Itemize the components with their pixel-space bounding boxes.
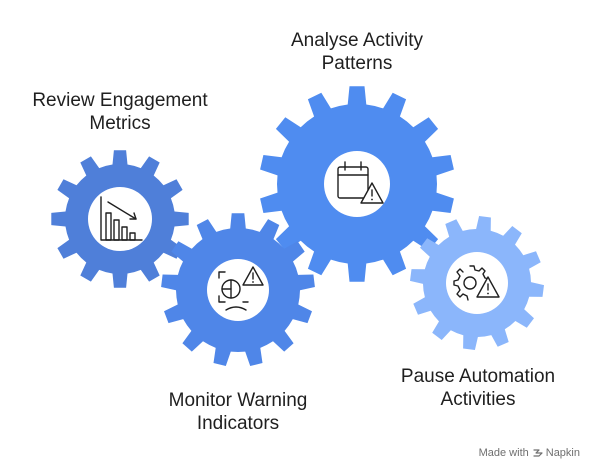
label-monitor-line1: Monitor Warning xyxy=(168,390,308,411)
declining-bar-chart-icon xyxy=(88,187,152,251)
calendar-warning-icon xyxy=(324,151,390,217)
label-review-line1: Review Engagement xyxy=(32,90,208,111)
label-review-line2: Metrics xyxy=(89,113,151,134)
made-with-footer: Made with Napkin xyxy=(479,447,580,459)
gear-warning-icon xyxy=(446,252,508,314)
napkin-logo-icon xyxy=(533,449,543,457)
label-analyse-line2: Patterns xyxy=(321,53,393,74)
made-with-text: Made with xyxy=(478,447,529,459)
label-pause: Pause Automation Activities xyxy=(373,365,583,411)
label-monitor-line2: Indicators xyxy=(196,413,280,434)
label-review: Review Engagement Metrics xyxy=(15,89,225,135)
napkin-brand-label: Napkin xyxy=(545,447,580,459)
warning-sensor-icon xyxy=(207,259,269,321)
label-analyse: Analyse Activity Patterns xyxy=(252,29,462,75)
label-analyse-line1: Analyse Activity xyxy=(291,30,423,51)
label-pause-line2: Activities xyxy=(440,389,516,410)
napkin-brand: Napkin xyxy=(533,447,580,459)
label-pause-line1: Pause Automation xyxy=(400,366,556,387)
label-monitor: Monitor Warning Indicators xyxy=(133,389,343,435)
